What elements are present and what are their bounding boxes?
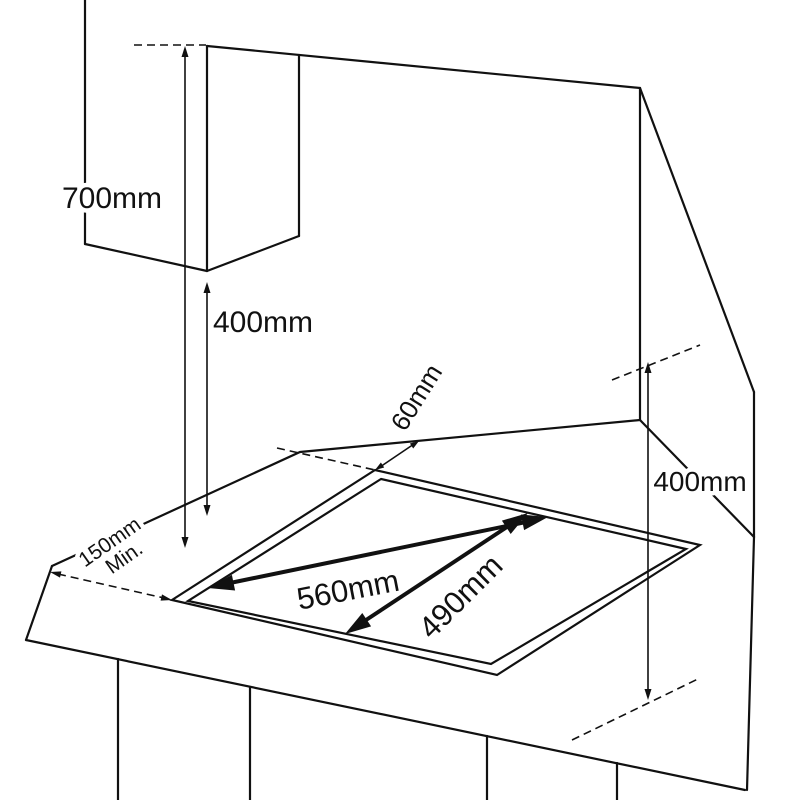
hob-cutout-inner-border	[185, 477, 689, 666]
dim-400mm-right: 400mm	[644, 362, 751, 700]
cutout-rear-extension-line	[276, 447, 376, 471]
dim-400mm-left-label: 400mm	[213, 306, 313, 339]
counter-back-edge	[50, 418, 642, 568]
hob-cutout	[169, 468, 703, 677]
wall-outline	[638, 86, 756, 539]
dim-60mm-label: 60mm	[385, 359, 449, 436]
upper-cabinet-bottom-line	[205, 44, 642, 90]
dim-150mm-arrow-left	[50, 571, 62, 578]
right-cabinet-level-line	[611, 344, 701, 381]
dim-60mm: 60mm	[375, 354, 453, 470]
counter-back-edge-right	[638, 418, 756, 539]
dim-560mm-arrow-right	[520, 514, 548, 531]
counter-front-edge	[24, 638, 747, 792]
dim-400mm-left-arrow-up	[203, 282, 211, 293]
dim-490mm-label: 490mm	[412, 548, 510, 646]
dim-60mm-line	[379, 443, 415, 468]
dim-60mm-arrow-front	[375, 462, 385, 470]
side-wall-top-edge	[638, 86, 756, 394]
dim-400mm-left-arrow-down	[203, 505, 211, 516]
dim-560mm-line	[229, 520, 527, 585]
counter-right-end-edge	[745, 535, 756, 792]
countertop-outline	[24, 418, 756, 800]
counter-left-end-edge	[24, 564, 54, 642]
dim-490mm-line	[361, 523, 512, 624]
hob-cutout-outer-border	[169, 468, 703, 677]
dim-400mm-right-arrow-down	[644, 689, 652, 700]
right-counter-level-line	[571, 677, 701, 741]
dim-150mm-line	[57, 573, 165, 599]
dim-700mm-label: 700mm	[62, 182, 162, 215]
hood-bottom-front-edge	[83, 242, 209, 273]
dim-400mm-left: 400mm	[203, 282, 318, 516]
hood-side-bottom-edge	[205, 234, 301, 273]
dim-400mm-right-arrow-up	[644, 362, 652, 373]
dim-490mm-arrow-back	[501, 513, 528, 534]
reference-lines	[134, 44, 701, 741]
hood-cabinet-outline	[83, 0, 642, 273]
dim-400mm-right-label: 400mm	[653, 466, 746, 497]
dim-700mm-arrow-up	[181, 46, 189, 57]
dim-490mm-arrow-front	[345, 613, 372, 634]
dim-150mm-arrow-right	[160, 594, 172, 601]
dim-560mm-arrow-left	[208, 574, 236, 591]
dim-150mm-min: 150mm Min.	[50, 508, 172, 601]
dim-700mm-arrow-down	[181, 537, 189, 548]
dim-60mm-arrow-back	[409, 441, 419, 449]
dim-700mm: 700mm	[57, 46, 189, 548]
